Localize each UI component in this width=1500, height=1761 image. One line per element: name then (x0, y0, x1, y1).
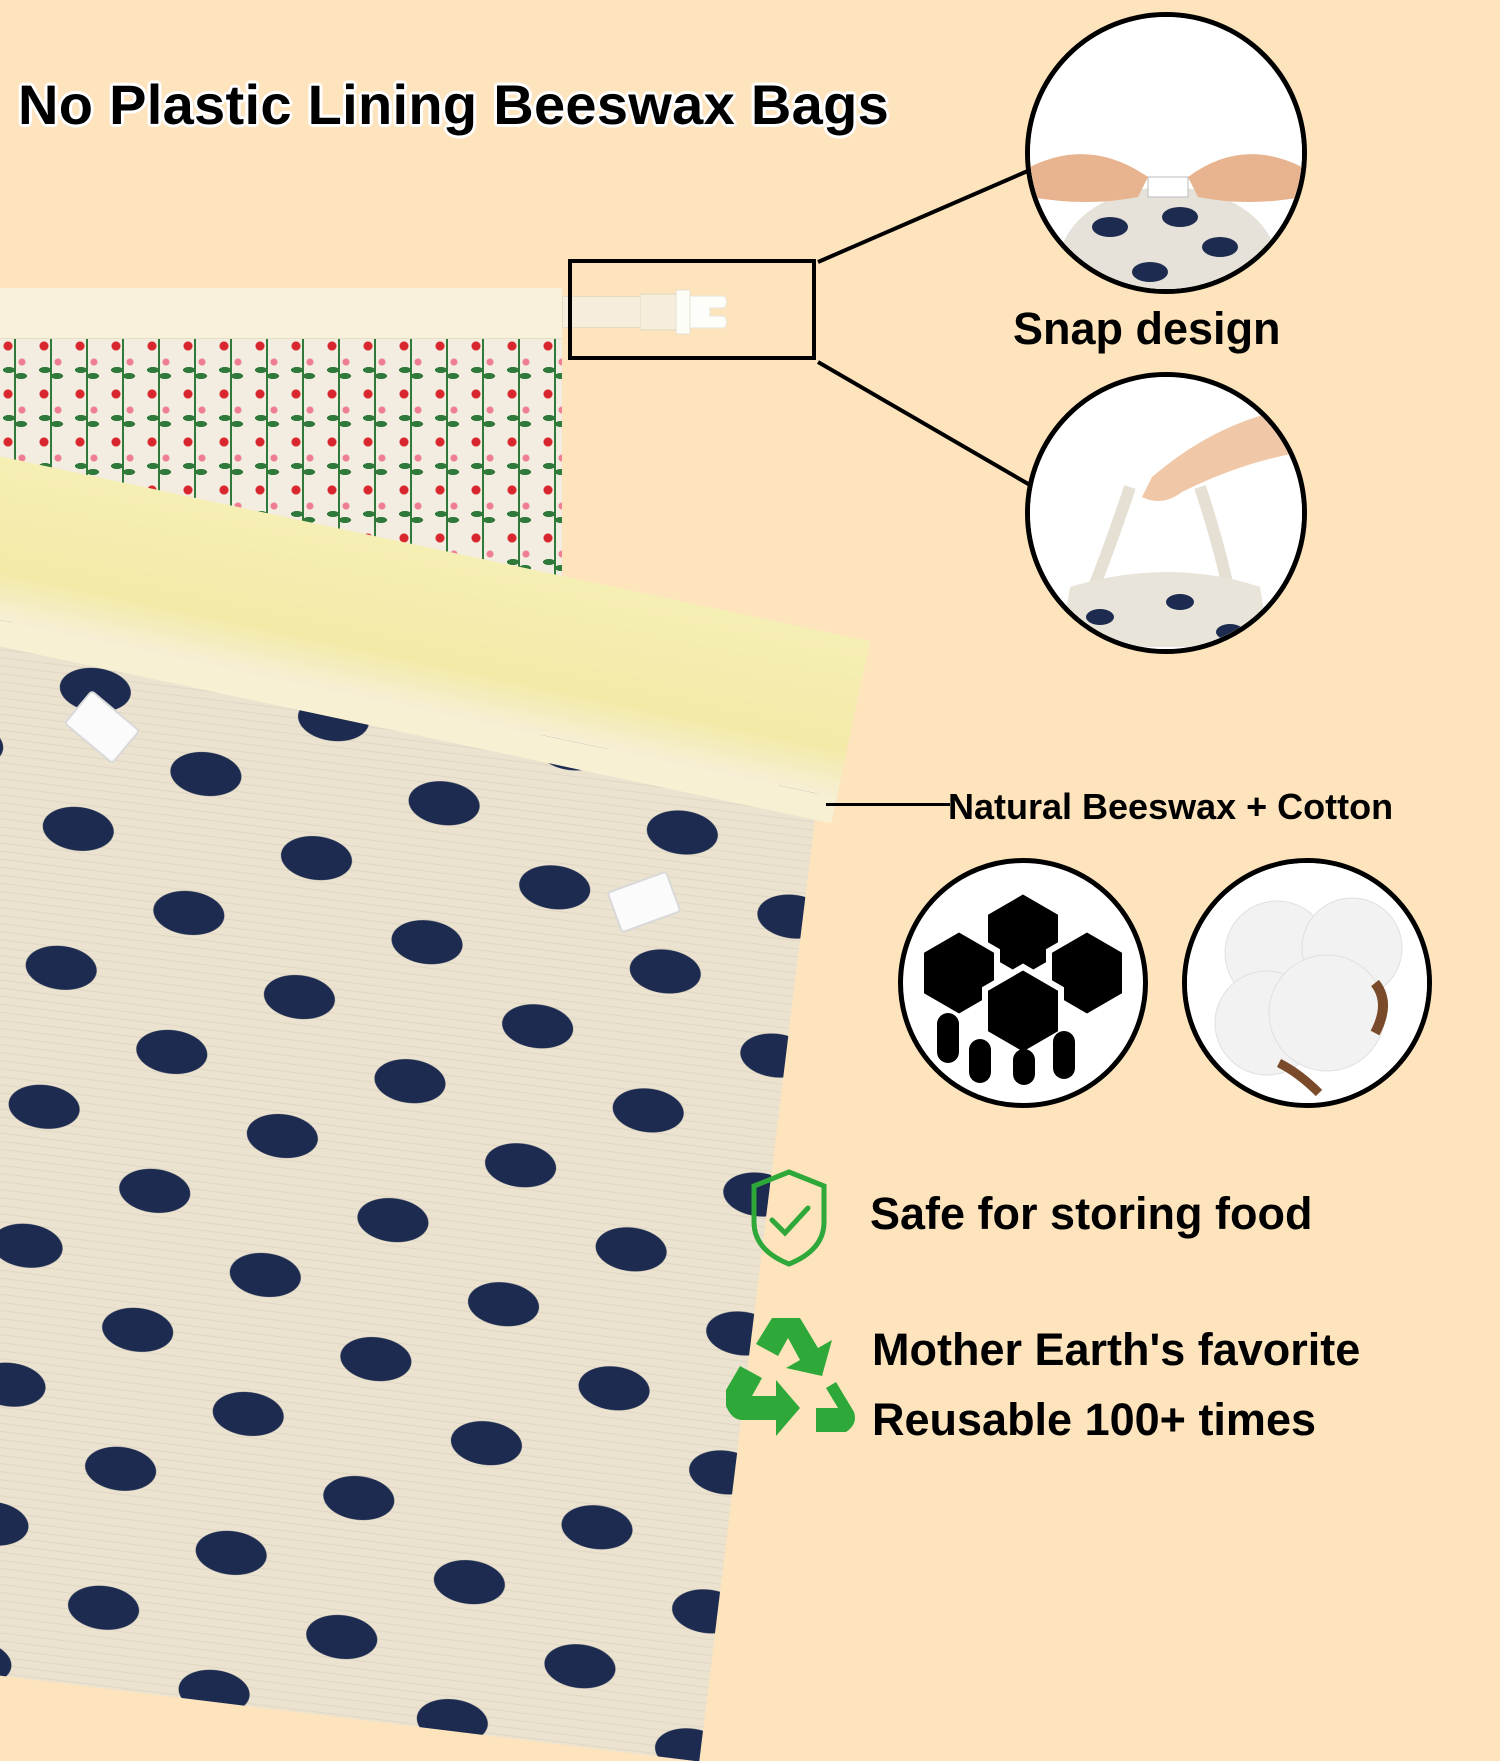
buckle-icon (640, 286, 788, 338)
buckle-callout-box (568, 259, 816, 360)
callout-lines (816, 168, 1032, 487)
shield-check-icon (748, 1168, 830, 1268)
material-pointer-line (826, 803, 950, 806)
floral-bag-hem (0, 288, 562, 339)
snap-photo-carrying (1025, 372, 1307, 654)
material-label: Natural Beeswax + Cotton (948, 786, 1394, 827)
feature-reusable: Reusable 100+ times (872, 1394, 1317, 1445)
snap-photo-fastening (1025, 12, 1307, 294)
snap-design-label: Snap design (1013, 303, 1281, 354)
cotton-boll-photo (1182, 858, 1432, 1108)
feature-food-safe: Safe for storing food (870, 1188, 1313, 1239)
recycle-icon (720, 1312, 860, 1448)
feature-eco-friendly: Mother Earth's favorite (872, 1324, 1361, 1375)
strap (562, 296, 644, 328)
honeycomb-drip-icon (898, 858, 1148, 1108)
page-title: No Plastic Lining Beeswax Bags (18, 73, 890, 136)
